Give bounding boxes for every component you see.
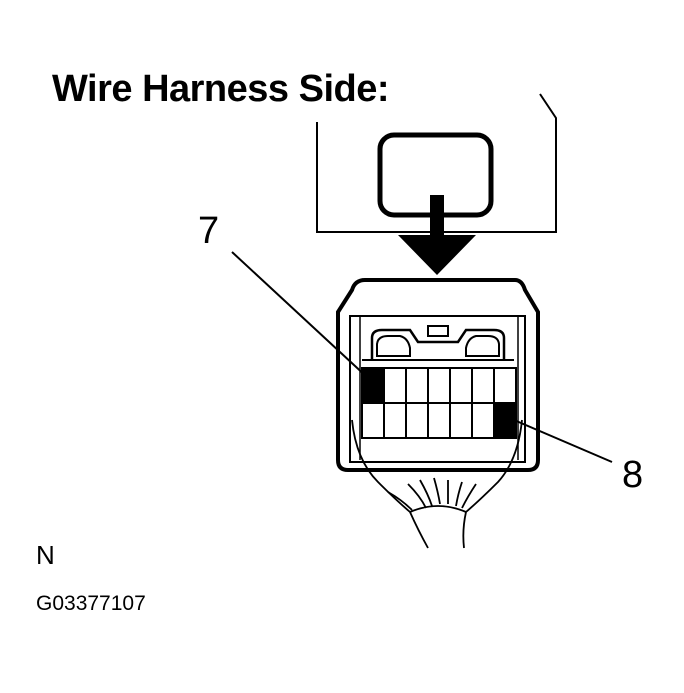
view-mark: N: [36, 540, 55, 570]
pin-grid: [361, 367, 517, 439]
pin-cavity: [383, 367, 407, 404]
connector-latch: [362, 325, 514, 361]
pin-7: [361, 367, 385, 404]
orientation-bracket: [316, 93, 557, 233]
pin-cavity: [405, 402, 429, 439]
pin-cavity: [427, 367, 451, 404]
pin-cavity: [493, 367, 517, 404]
view-arrow: [398, 195, 476, 275]
diagram-title: Wire Harness Side:: [52, 68, 390, 110]
wire-bundle: [351, 419, 523, 549]
pin-cavity: [427, 402, 451, 439]
pin-cavity: [449, 367, 473, 404]
pin-cavity: [471, 402, 495, 439]
pin-cavity: [471, 367, 495, 404]
pin-cavity: [361, 402, 385, 439]
leader-line-8: [499, 413, 613, 463]
pin-cavity: [449, 402, 473, 439]
callout-pin-8: 8: [622, 454, 644, 496]
leader-line-7: [231, 251, 369, 379]
pin-cavity: [383, 402, 407, 439]
pin-cavity: [405, 367, 429, 404]
figure-code: G03377107: [36, 592, 146, 615]
callout-pin-7: 7: [198, 210, 220, 252]
